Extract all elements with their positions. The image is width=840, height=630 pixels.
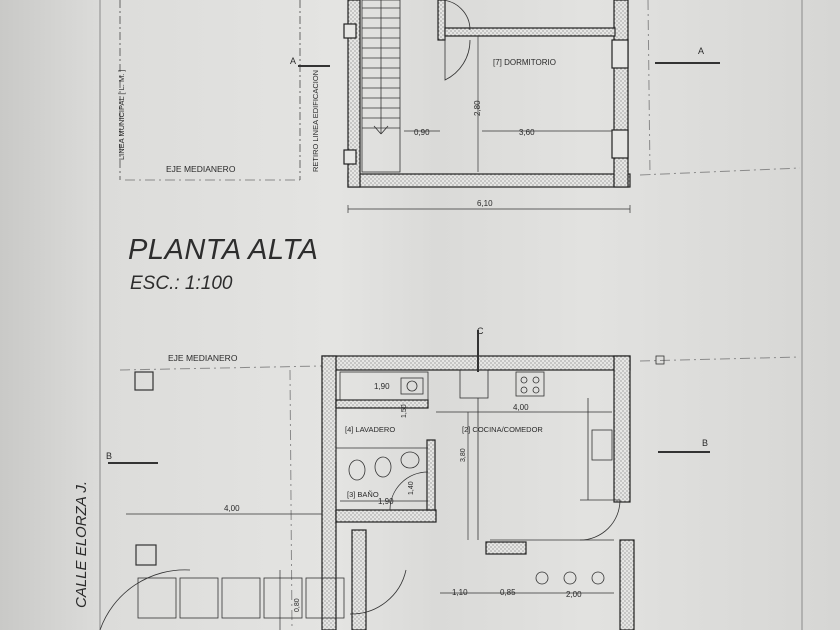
ground-fixtures — [99, 330, 665, 630]
street-label: CALLE ELORZA J. — [73, 481, 90, 608]
dim-label-0-85: 0,85 — [500, 588, 516, 597]
room-label-cocina: [2] COCINA/COMEDOR — [462, 425, 543, 434]
section-b-left: B — [106, 451, 112, 461]
dim-label-1-10: 1,10 — [452, 588, 468, 597]
dim-label-4-00-left: 4,00 — [224, 504, 240, 513]
eje-medianero-ground: EJE MEDIANERO — [168, 353, 238, 363]
room-label-bano: [3] BAÑO — [347, 490, 379, 499]
section-c: C — [477, 326, 484, 336]
dim-label-0-80: 0,80 — [294, 598, 301, 612]
stair — [361, 0, 401, 173]
dim-label-4-00-kitchen: 4,00 — [513, 403, 529, 412]
upper-floor-walls — [343, 0, 631, 188]
ground-dimension-lines — [108, 411, 710, 630]
dim-label-1-40: 1,40 — [408, 481, 415, 495]
section-a-right: A — [698, 46, 704, 56]
dim-label-1-90-bath: 1,90 — [378, 497, 394, 506]
upper-door — [444, 36, 471, 81]
ground-floor-walls — [321, 355, 635, 630]
dim-label-2-00: 2,00 — [566, 590, 582, 599]
plan-title: PLANTA ALTA — [128, 234, 319, 266]
section-a-left: A — [290, 56, 296, 66]
room-label-lavadero: [4] LAVADERO — [345, 425, 395, 434]
dim-label-1-90-top: 1,90 — [374, 382, 390, 391]
dim-label-3-80: 3,80 — [460, 448, 467, 462]
dim-label-1-50: 1,50 — [401, 404, 408, 418]
linea-municipal-label: LINEA MUNICIPAL [ L. M. ] — [117, 70, 126, 160]
dim-label-6-10: 6,10 — [477, 199, 493, 208]
dim-label-0-90: 0,90 — [414, 128, 430, 137]
dim-label-2-80: 2,80 — [473, 100, 482, 116]
retiro-label: RETIRO LINEA EDIFICACION — [311, 70, 320, 172]
dim-label-3-60: 3,60 — [519, 128, 535, 137]
section-b-right: B — [702, 438, 708, 448]
plan-scale: ESC.: 1:100 — [130, 273, 233, 294]
eje-medianero-upper: EJE MEDIANERO — [166, 164, 236, 174]
lot-boundaries — [99, 0, 803, 630]
room-label-dormitorio: [7] DORMITORIO — [493, 58, 556, 67]
upper-dimension-lines — [119, 0, 720, 213]
